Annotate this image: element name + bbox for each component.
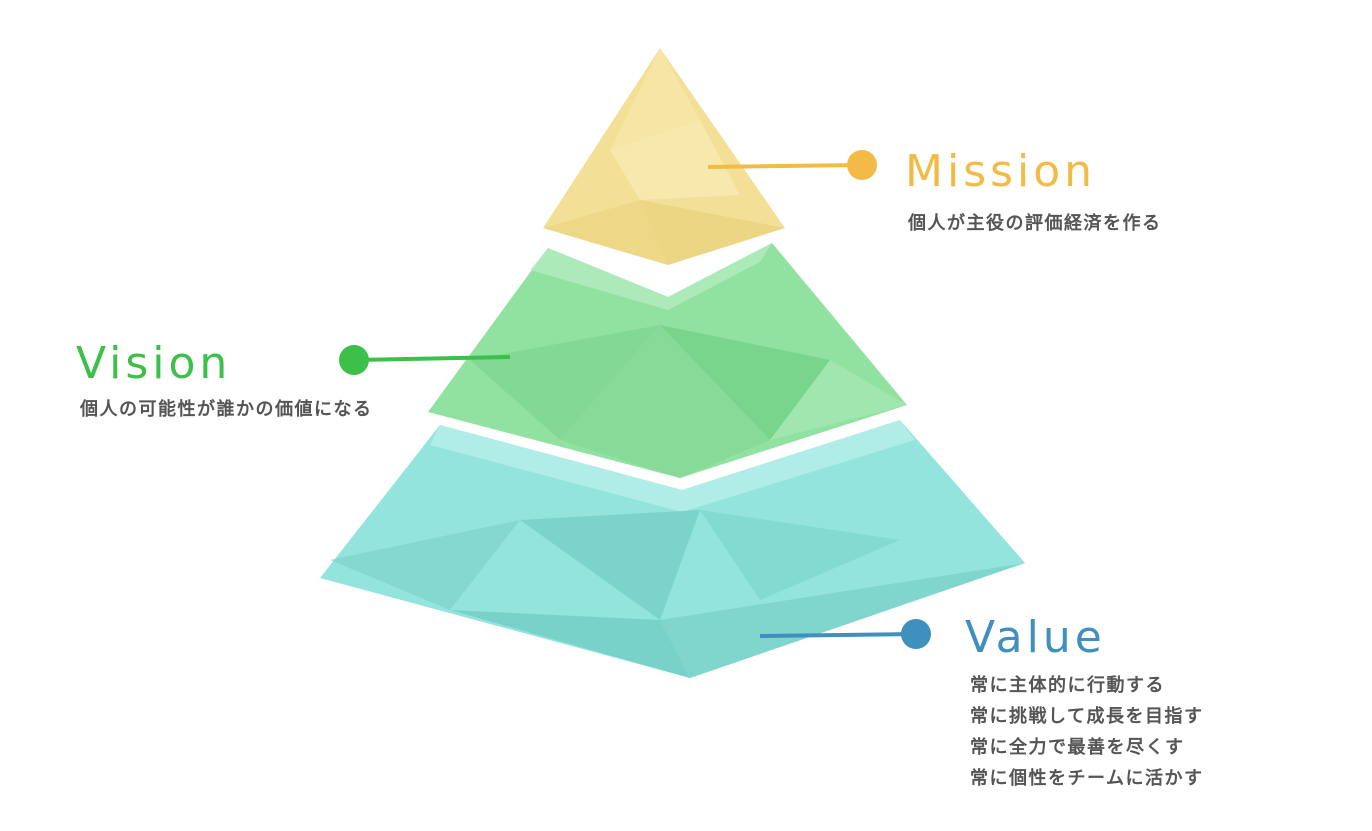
vision-connector [339,345,511,375]
vision-dot [339,345,369,375]
value-item: 常に個性をチームに活かす [970,768,1204,789]
pyramid-tier-value [320,420,1025,678]
value-item: 常に全力で最善を尽くす [970,737,1185,758]
mission-dot [847,150,877,180]
value-dot [901,619,931,649]
vision-title: Vision [76,338,232,389]
mission-description: 個人が主役の評価経済を作る [908,213,1162,234]
value-title: Value [965,612,1106,663]
value-item: 常に主体的に行動する [970,675,1165,696]
pyramid-tier-vision [428,243,907,478]
mission-title: Mission [905,146,1097,197]
vision-description: 個人の可能性が誰かの価値になる [80,399,373,420]
pyramid-tier-mission [543,48,785,265]
mission-connector [707,150,877,180]
value-connector [759,619,931,649]
value-item: 常に挑戦して成長を目指す [970,706,1204,727]
value-list: 常に主体的に行動する 常に挑戦して成長を目指す 常に全力で最善を尽くす 常に個性… [970,670,1203,794]
